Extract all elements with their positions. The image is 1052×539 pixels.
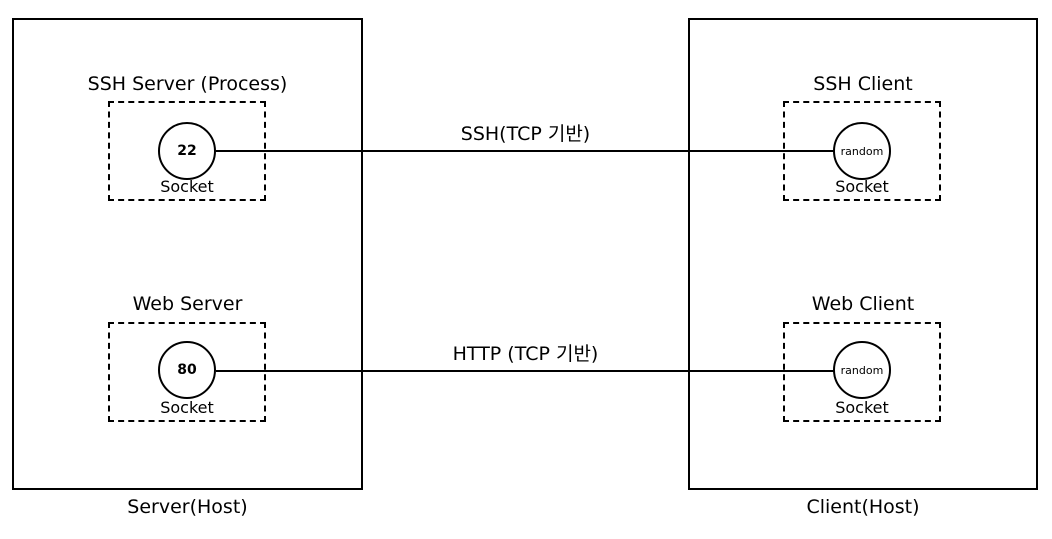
http-connection-line (216, 370, 837, 372)
ssh-client-socket-box (783, 101, 941, 201)
web-server-title: Web Server (132, 293, 243, 315)
web-client-socket-label: Socket (835, 398, 889, 417)
web-server-port-circle: 80 (158, 341, 216, 399)
server-host-label: Server(Host) (127, 496, 248, 518)
ssh-client-port-circle: random (833, 122, 891, 180)
web-client-title: Web Client (811, 293, 915, 315)
http-connection-label: HTTP (TCP 기반) (452, 343, 599, 365)
ssh-connection-line (216, 150, 837, 152)
web-server-socket-box (108, 322, 266, 422)
ssh-server-port-circle: 22 (158, 122, 216, 180)
ssh-server-socket-box (108, 101, 266, 201)
client-host-box (688, 18, 1038, 490)
server-host-box (12, 18, 363, 490)
ssh-connection-label: SSH(TCP 기반) (460, 123, 591, 145)
web-server-socket-label: Socket (160, 398, 214, 417)
ssh-client-title: SSH Client (813, 73, 913, 95)
ssh-server-title: SSH Server (Process) (87, 73, 288, 95)
web-client-port-circle: random (833, 341, 891, 399)
client-host-label: Client(Host) (806, 496, 920, 518)
ssh-client-socket-label: Socket (835, 177, 889, 196)
web-client-socket-box (783, 322, 941, 422)
ssh-server-socket-label: Socket (160, 177, 214, 196)
